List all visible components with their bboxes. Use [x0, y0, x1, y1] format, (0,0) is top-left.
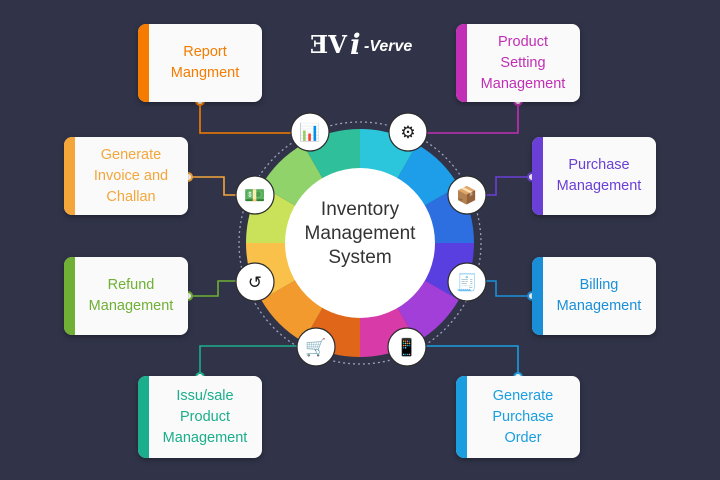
card-generate-invoice: Generate Invoice and Challan: [64, 137, 188, 215]
svg-text:💵: 💵: [244, 186, 265, 206]
svg-text:📊: 📊: [299, 122, 320, 143]
card-label: Generate Purchase Order: [492, 387, 554, 446]
card-accent-bar: [64, 137, 75, 215]
svg-text:⚙: ⚙: [400, 123, 415, 143]
box-icon: 📦: [447, 175, 487, 215]
card-label: Purchase Management: [556, 157, 642, 194]
svg-text:📱: 📱: [396, 337, 417, 358]
card-label: Generate Invoice and Challan: [93, 146, 169, 205]
report-icon: 📊: [290, 112, 330, 152]
center-title: Inventory Management System: [304, 199, 416, 268]
card-product-setting: Product Setting Management: [456, 24, 580, 102]
invoice-icon: 💵: [235, 175, 275, 215]
card-accent-bar: [456, 24, 467, 102]
logo-mark: ƎV: [310, 30, 347, 59]
card-report-management: Report Mangment: [138, 24, 262, 102]
card-label: Issu/sale Product Management: [162, 387, 248, 446]
card-refund-management: Refund Management: [64, 257, 188, 335]
card-issue-sale-product: Issu/sale Product Management: [138, 376, 262, 458]
card-accent-bar: [64, 257, 75, 335]
connector-line: [188, 176, 245, 196]
connector-line: [199, 101, 306, 134]
connector-line: [188, 280, 238, 297]
card-label: Product Setting Management: [480, 33, 566, 92]
center-disc: [285, 168, 435, 318]
icon-badges: 📊 💵 ↺ 🛒 ⚙ 📦 🧾 📱: [235, 112, 487, 367]
card-accent-bar: [138, 376, 149, 458]
ring-dotted-outline: [238, 121, 482, 365]
card-label: Refund Management: [88, 277, 174, 314]
bill-icon: 🧾: [447, 262, 487, 302]
card-accent-bar: [532, 137, 543, 215]
logo-i: i: [350, 28, 361, 61]
svg-text:🛒: 🛒: [305, 337, 326, 358]
card-accent-bar: [138, 24, 149, 102]
connector-line: [414, 101, 519, 134]
card-label: Billing Management: [556, 277, 642, 314]
card-purchase-management: Purchase Management: [532, 137, 656, 215]
card-accent-bar: [456, 376, 467, 458]
refund-icon: ↺: [235, 262, 275, 302]
purchase-order-icon: 📱: [387, 327, 427, 367]
card-accent-bar: [532, 257, 543, 335]
card-label: Report Mangment: [170, 44, 240, 81]
connector-line: [199, 345, 306, 377]
logo-wordmark: -Verve: [364, 38, 413, 55]
iverve-logo: ƎV i -Verve: [310, 28, 420, 62]
svg-text:🧾: 🧾: [456, 272, 477, 293]
connector-line: [414, 345, 519, 377]
svg-text:📦: 📦: [456, 185, 477, 206]
svg-text:↺: ↺: [248, 273, 262, 293]
card-billing-management: Billing Management: [532, 257, 656, 335]
card-generate-purchase-order: Generate Purchase Order: [456, 376, 580, 458]
issue-product-icon: 🛒: [296, 327, 336, 367]
gear-icon: ⚙: [388, 112, 428, 152]
